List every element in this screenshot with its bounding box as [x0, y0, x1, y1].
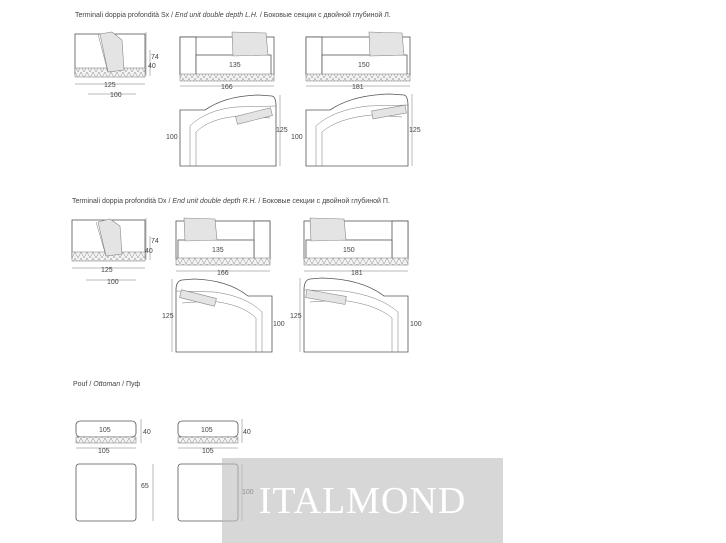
lh-side-view: 74 40 125 100	[74, 31, 159, 99]
rh-side-view: 74 40 125 100	[71, 218, 159, 286]
watermark-text: ITALMOND	[258, 479, 467, 522]
dim-pouf1-h: 40	[143, 429, 151, 436]
dim-lh-b-seat: 150	[358, 62, 370, 69]
dim-pouf1-seat: 105	[99, 427, 111, 434]
lh-front-a: 135 166	[179, 31, 275, 91]
dim-rh-b-w: 181	[351, 270, 363, 277]
dim-pouf2-seat: 105	[201, 427, 213, 434]
dim-rh-b-d1: 125	[290, 313, 302, 320]
dim-lh-a-seat: 135	[229, 62, 241, 69]
title-ru: / Боковые секции с двойной глубиной П.	[258, 198, 390, 205]
dim-pouf2-h: 40	[243, 429, 251, 436]
dim-rh-side-w2: 100	[107, 279, 119, 286]
lh-plan-a: 100 125	[166, 94, 288, 167]
dim-lh-b-d1: 100	[291, 134, 303, 141]
dim-lh-side-w1: 125	[104, 82, 116, 89]
dim-pouf1-d: 65	[141, 483, 149, 490]
dim-rh-b-seat: 150	[343, 247, 355, 254]
section-title-pouf: Pouf / Ottoman / Пуф	[73, 381, 140, 388]
dim-lh-b-d2: 125	[409, 127, 421, 134]
title-it: Terminali doppia profondità Sx /	[75, 12, 174, 19]
rh-plan-b: 125 100	[290, 277, 422, 353]
dim-lh-side-h2: 40	[148, 63, 156, 70]
dim-lh-a-d2: 125	[276, 127, 288, 134]
title-ru: / Боковые секции с двойной глубиной Л.	[259, 12, 391, 19]
dim-rh-side-h1: 74	[151, 238, 159, 245]
dim-lh-side-w2: 100	[110, 92, 122, 99]
italmond-watermark: ITALMOND	[222, 458, 503, 543]
rh-front-a: 135 166	[175, 217, 271, 277]
dim-pouf2-w: 105	[202, 448, 214, 455]
title-en: End unit double depth L.H.	[175, 12, 258, 19]
lh-plan-b: 100 125	[291, 93, 421, 167]
dim-rh-a-d1: 125	[162, 313, 174, 320]
title-ru: / Пуф	[122, 381, 141, 388]
dim-rh-side-w1: 125	[101, 267, 113, 274]
dim-rh-b-d2: 100	[410, 321, 422, 328]
dim-rh-side-h2: 40	[145, 248, 153, 255]
pouf-1-plan: 65	[75, 463, 154, 522]
pouf-1-front: 105 40 105	[75, 419, 151, 455]
lh-front-b: 150 181	[305, 31, 411, 91]
rh-plan-a: 125 100	[162, 278, 285, 353]
dim-lh-a-w: 166	[221, 84, 233, 91]
dim-lh-side-h1: 74	[151, 54, 159, 61]
dim-rh-a-seat: 135	[212, 247, 224, 254]
title-en: End unit double depth R.H.	[172, 198, 257, 205]
title-it: Terminali doppia profondità Dx /	[72, 198, 171, 205]
dim-pouf1-w: 105	[98, 448, 110, 455]
dim-rh-a-w: 166	[217, 270, 229, 277]
dim-lh-b-w: 181	[352, 84, 364, 91]
section-title-rh: Terminali doppia profondità Dx / End uni…	[72, 198, 390, 205]
title-en: Ottoman	[93, 381, 121, 388]
title-it: Pouf /	[73, 381, 92, 388]
dim-lh-a-d1: 100	[166, 134, 178, 141]
dim-rh-a-d2: 100	[273, 321, 285, 328]
section-title-lh: Terminali doppia profondità Sx / End uni…	[75, 12, 391, 19]
rh-front-b: 150 181	[303, 217, 409, 277]
pouf-2-front: 105 40 105	[177, 419, 251, 455]
